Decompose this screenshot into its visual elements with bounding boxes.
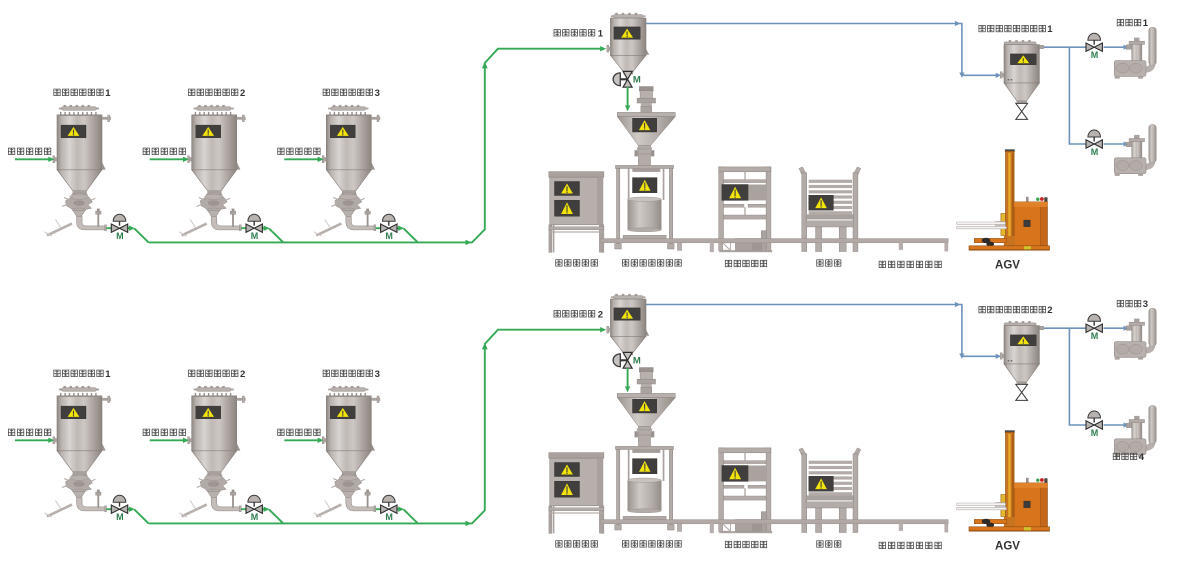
svg-text:3: 3 bbox=[375, 369, 380, 380]
svg-text:3: 3 bbox=[1143, 299, 1148, 310]
svg-text:1: 1 bbox=[1143, 18, 1149, 29]
svg-text:1: 1 bbox=[105, 88, 111, 99]
svg-text:1: 1 bbox=[1047, 24, 1053, 35]
svg-text:1: 1 bbox=[105, 369, 111, 380]
svg-text:2: 2 bbox=[1047, 305, 1052, 316]
svg-text:3: 3 bbox=[375, 88, 380, 99]
svg-text:2: 2 bbox=[240, 369, 245, 380]
svg-text:2: 2 bbox=[598, 309, 603, 320]
svg-text:1: 1 bbox=[598, 28, 604, 39]
svg-text:4: 4 bbox=[1139, 452, 1145, 463]
svg-text:2: 2 bbox=[240, 88, 245, 99]
